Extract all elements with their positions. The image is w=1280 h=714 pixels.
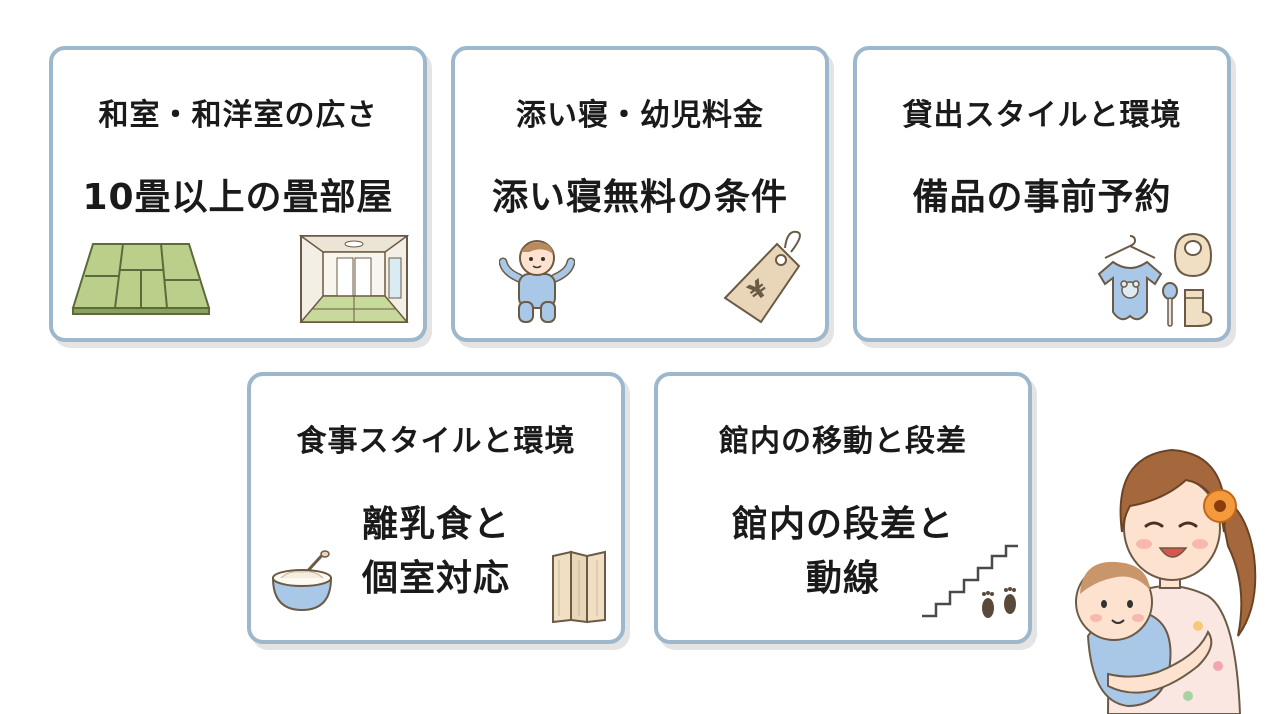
card-heading: 和室・和洋室の広さ (98, 98, 378, 133)
tatami-icon (71, 243, 211, 315)
card-main-text: 館内の段差と 動線 (658, 498, 1028, 606)
card-main-line: 館内の段差と (731, 504, 954, 545)
bib-icon (1173, 232, 1213, 278)
card-heading: 館内の移動と段差 (719, 424, 967, 459)
footprints-icon (982, 587, 1016, 618)
card-co-sleeping: 添い寝・幼児料金 添い寝無料の条件 ¥ (451, 46, 829, 342)
card-main-text: 備品の事前予約 (912, 177, 1172, 218)
spoon-icon (1162, 282, 1178, 327)
card-main-text: 10畳以上の畳部屋 (82, 177, 394, 218)
card-main-text: 添い寝無料の条件 (491, 177, 788, 218)
card-main-line: 動線 (805, 558, 880, 599)
baby-icon (499, 240, 575, 323)
folding-screen-icon (552, 550, 606, 624)
baby-sock-icon (1184, 289, 1213, 327)
card-rental-items: 貸出スタイルと環境 備品の事前予約 (853, 46, 1231, 342)
card-main-text: 離乳食と 個室対応 (251, 498, 621, 606)
baby-food-bowl-icon (271, 550, 333, 612)
card-heading: 添い寝・幼児料金 (516, 98, 764, 133)
card-main-line: 個室対応 (361, 558, 510, 599)
card-in-house-movement: 館内の移動と段差 館内の段差と 動線 (654, 372, 1032, 644)
japanese-room-icon (299, 235, 409, 323)
card-main-line: 離乳食と (361, 504, 510, 545)
card-heading: 食事スタイルと環境 (296, 424, 576, 459)
card-room-size: 和室・和洋室の広さ 10畳以上の畳部屋 (49, 46, 427, 342)
baby-clothes-icon (1097, 235, 1163, 321)
price-tag-icon: ¥ (723, 230, 801, 324)
mother-and-baby-illustration (1075, 448, 1257, 714)
stairs-icon (922, 544, 1018, 618)
card-heading: 貸出スタイルと環境 (902, 98, 1182, 133)
card-meal-style: 食事スタイルと環境 離乳食と 個室対応 (247, 372, 625, 644)
